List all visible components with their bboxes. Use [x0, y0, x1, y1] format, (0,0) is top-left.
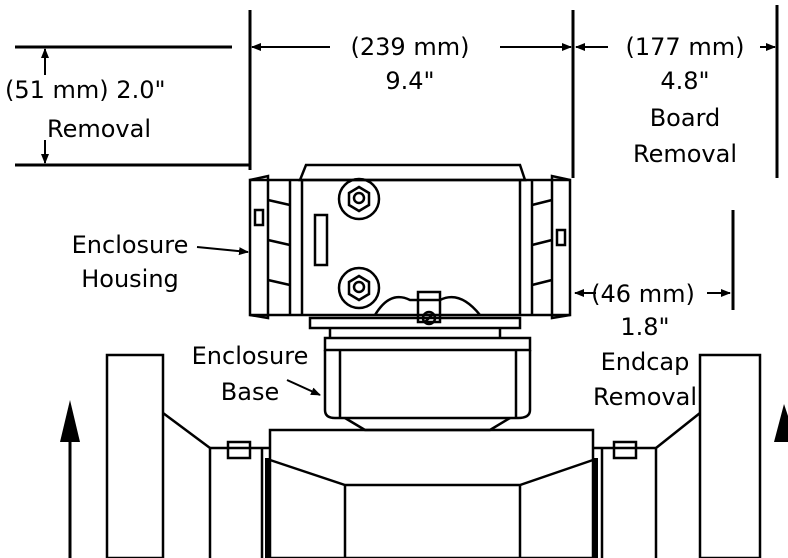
- base-callout-arrow: [286, 379, 321, 396]
- board-removal-imperial: 4.8": [660, 67, 710, 95]
- housing-callout-line1: Enclosure: [71, 231, 189, 259]
- removal-top-caption: Removal: [47, 115, 152, 143]
- housing-callout-arrow: [196, 246, 249, 256]
- flow-arrow-right: [774, 404, 788, 442]
- housing-bolts: [337, 177, 381, 310]
- removal-top-imperial: 2.0": [116, 76, 166, 104]
- base-callout-line1: Enclosure: [191, 342, 309, 370]
- board-removal-caption-1: Board: [649, 104, 721, 132]
- enclosure-housing: [248, 163, 572, 320]
- housing-width-metric: (239 mm): [350, 33, 470, 61]
- endcap-removal-imperial: 1.8": [620, 313, 670, 341]
- board-removal-caption-2: Removal: [632, 140, 737, 168]
- removal-top-metric-imperial: (51 mm) 2.0": [5, 76, 166, 105]
- endcap-removal-caption-1: Endcap: [600, 348, 690, 376]
- endcap-removal-metric: (46 mm): [591, 280, 695, 308]
- housing-neck: [308, 290, 522, 338]
- flow-arrow-left: [60, 400, 80, 558]
- meter-gaskets: [265, 458, 598, 558]
- endcap-removal-caption-2: Removal: [592, 383, 697, 411]
- board-removal-metric: (177 mm): [625, 33, 745, 61]
- enclosure-base: [323, 336, 532, 432]
- housing-callout-line2: Housing: [81, 265, 179, 293]
- housing-width-imperial: 9.4": [385, 67, 435, 95]
- removal-top-metric: (51 mm): [5, 76, 109, 104]
- base-callout-line2: Base: [220, 378, 280, 406]
